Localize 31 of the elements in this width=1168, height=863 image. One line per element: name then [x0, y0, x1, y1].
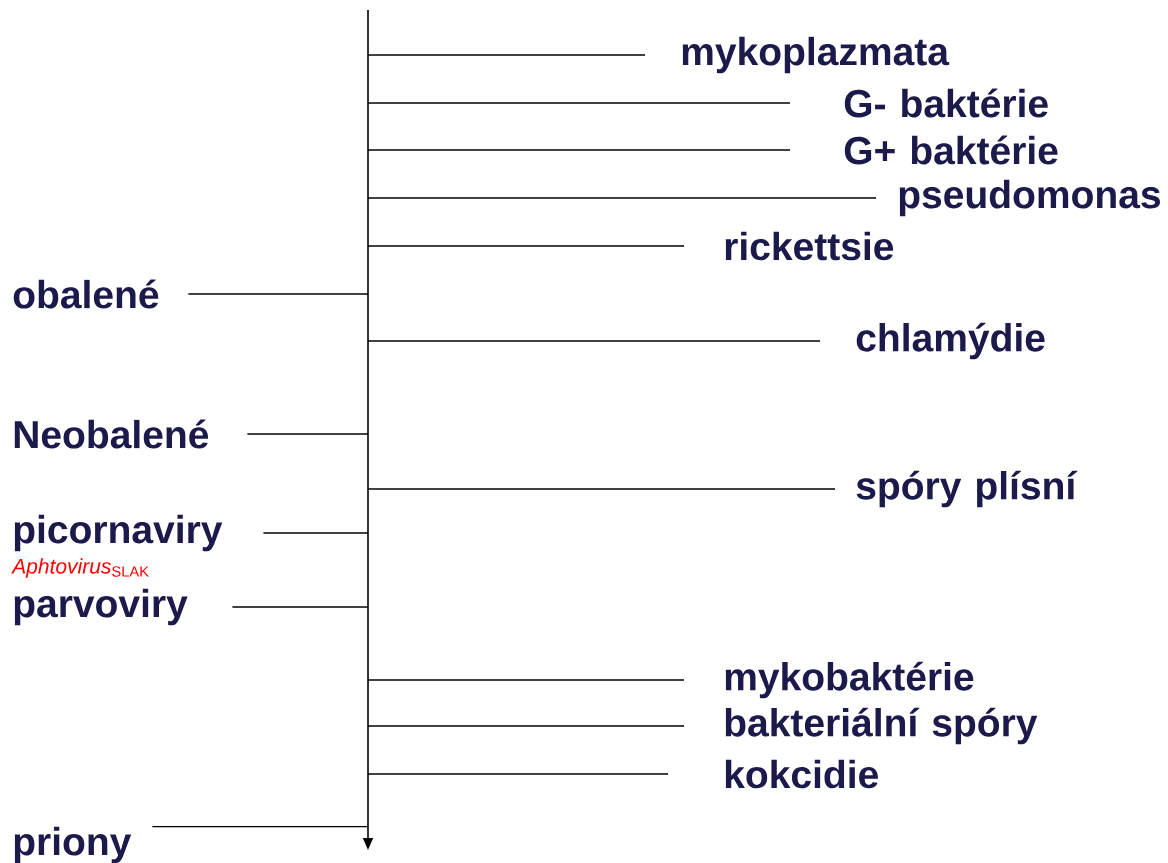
leader-line [151, 825, 369, 828]
leader-line [367, 245, 685, 247]
leader-line [367, 488, 836, 490]
category-label: picornaviry [14, 514, 223, 552]
category-label: mykoplazmata [682, 36, 950, 74]
leader-line [231, 606, 369, 608]
category-label: pseudomonas [899, 179, 1160, 217]
category-label: rickettsie [725, 231, 894, 261]
category-label: G- baktérie [844, 88, 1048, 118]
leader-line [367, 725, 685, 727]
category-label: parvoviry [14, 588, 188, 626]
leader-line [367, 773, 669, 775]
category-label: G+ baktérie [844, 135, 1058, 165]
category-label: spóry plísní [856, 470, 1078, 508]
leader-line [262, 532, 369, 534]
leader-line [367, 679, 685, 681]
species-label: Aphtovirus$_{SLAK}$ [11, 558, 149, 578]
leader-line [367, 54, 646, 56]
category-label: chlamýdie [856, 322, 1045, 360]
category-label: priony [14, 826, 132, 863]
category-label: mykobaktérie [725, 661, 974, 699]
category-label: kokcidie [725, 759, 878, 789]
leader-line [246, 433, 369, 435]
category-label: Neobalené [14, 419, 209, 449]
category-label: bakteriální spóry [725, 707, 1038, 745]
leader-line [367, 102, 791, 104]
leader-line [187, 293, 369, 295]
leader-line [367, 197, 877, 199]
leader-line [367, 149, 791, 151]
leader-line [367, 340, 821, 342]
category-label: obalené [13, 279, 159, 309]
